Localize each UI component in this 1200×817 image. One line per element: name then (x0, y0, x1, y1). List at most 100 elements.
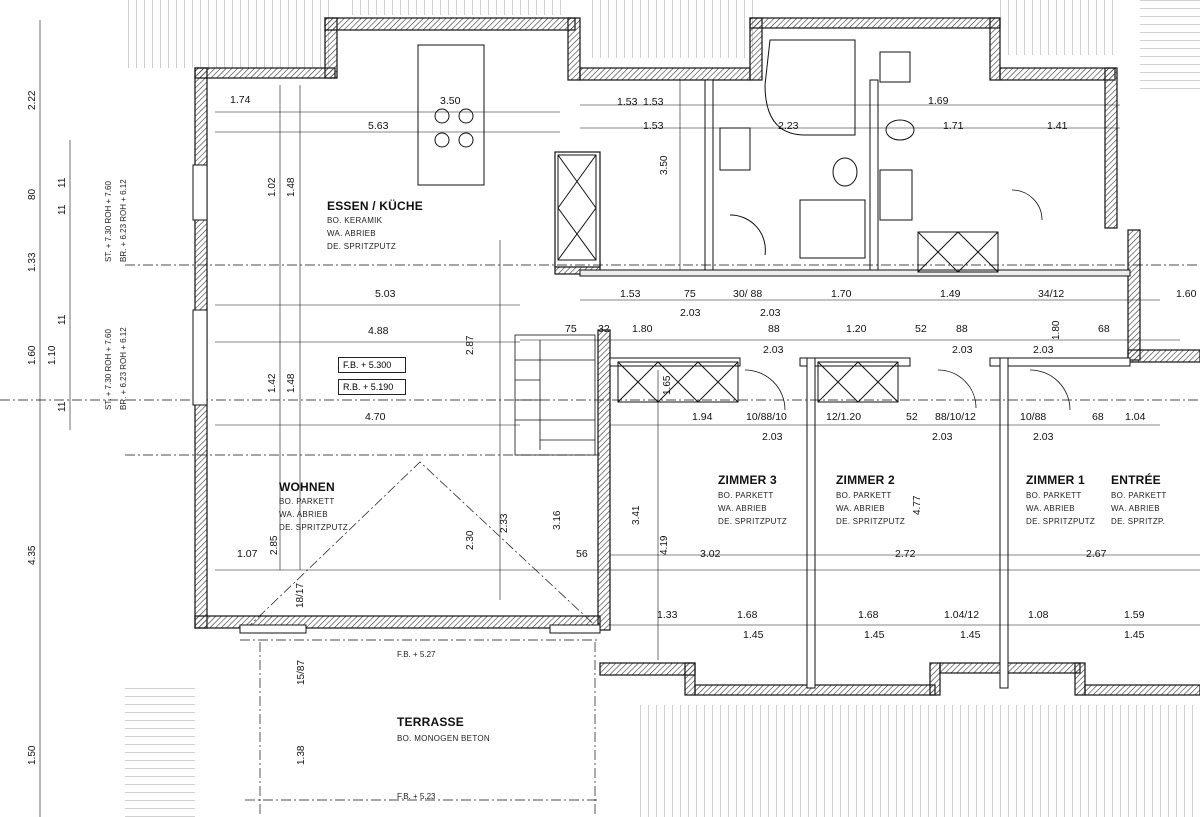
level-terrasse-top: F.B. + 5.27 (397, 650, 436, 659)
dim-180v: 1.80 (1051, 320, 1062, 340)
dim-133: 1.33 (657, 609, 678, 621)
dim-203f: 2.03 (762, 431, 783, 443)
dim-470: 4.70 (365, 411, 386, 423)
dim-145b: 1.45 (864, 629, 885, 641)
room-note-wohnen-3: DE. SPRITZPUTZ (279, 523, 349, 532)
dim-107: 1.07 (237, 548, 258, 560)
dim-32: 32 (598, 323, 610, 335)
dim-104b: 1.04/12 (944, 609, 980, 621)
dim-149: 1.49 (940, 288, 961, 300)
room-note-essen-3: DE. SPRITZPUTZ (327, 242, 397, 251)
dim-272: 2.72 (895, 548, 916, 560)
dim-881012: 88/10/12 (935, 411, 976, 423)
dim-104: 1.04 (1125, 411, 1146, 423)
dim-302: 3.02 (700, 548, 721, 560)
dim-159: 1.59 (1124, 609, 1145, 621)
dim-left-11d: 11 (57, 401, 68, 412)
dim-68b: 68 (1092, 411, 1104, 423)
dim-1088: 10/88 (1020, 411, 1047, 423)
room-name-wohnen: WOHNEN (279, 480, 335, 494)
wardrobes (557, 154, 999, 403)
dim-68: 68 (1098, 323, 1110, 335)
dim-153b: 1.53 (643, 96, 664, 108)
room-name-essen: ESSEN / KÜCHE (327, 199, 423, 213)
dim-left-11a: 11 (57, 177, 68, 188)
dim-left-160: 1.60 (27, 345, 38, 365)
dim-341: 3.41 (631, 505, 642, 525)
dim-563: 5.63 (368, 120, 389, 132)
roof-bottom (640, 705, 1200, 817)
dim-52: 52 (915, 323, 927, 335)
dim-168a: 1.68 (737, 609, 758, 621)
dim-left-11b: 11 (57, 204, 68, 215)
walls (194, 17, 1200, 696)
dim-503: 5.03 (375, 288, 396, 300)
dim-171: 1.71 (943, 120, 964, 132)
dim-75b: 75 (565, 323, 577, 335)
dim-142: 1.42 (267, 373, 278, 393)
room-name-zimmer2: ZIMMER 2 (836, 473, 895, 487)
dim-488: 4.88 (368, 325, 389, 337)
dim-left-150: 1.50 (27, 745, 38, 765)
dim-153-mid: 1.53 (620, 288, 641, 300)
level-fb: F.B. + 5.300 (343, 360, 392, 370)
dim-203c: 2.03 (763, 344, 784, 356)
dim-316: 3.16 (552, 510, 563, 530)
roof-top-4 (1000, 0, 1120, 55)
dim-88a: 88 (768, 323, 780, 335)
window-note-upper: ST. + 7.30 ROH + 7.60 (104, 181, 113, 262)
dim-102: 1.02 (267, 177, 278, 197)
dim-88b: 88 (956, 323, 968, 335)
dim-1587: 15/87 (296, 659, 307, 685)
dim-285: 2.85 (269, 535, 280, 555)
dim-267: 2.67 (1086, 548, 1107, 560)
dim-left-11c: 11 (57, 314, 68, 325)
room-name-zimmer3: ZIMMER 3 (718, 473, 777, 487)
dim-165: 1.65 (662, 375, 673, 395)
windows (192, 164, 601, 634)
dim-138: 1.38 (296, 745, 307, 765)
dim-419: 4.19 (659, 535, 670, 555)
door-swings (744, 189, 1071, 411)
dim-52b: 52 (906, 411, 918, 423)
dim-194: 1.94 (692, 411, 713, 423)
dim-223: 2.23 (778, 120, 799, 132)
dim-174: 1.74 (230, 94, 251, 106)
kitchen-island (417, 44, 485, 186)
room-note-zimmer2-1: BO. PARKETT (836, 491, 892, 500)
dim-233: 2.33 (499, 513, 510, 533)
dim-287: 2.87 (465, 335, 476, 355)
dim-203d: 2.03 (952, 344, 973, 356)
dim-477: 4.77 (912, 495, 923, 515)
room-name-zimmer1: ZIMMER 1 (1026, 473, 1085, 487)
dim-170: 1.70 (831, 288, 852, 300)
dim-145c: 1.45 (960, 629, 981, 641)
dim-350-top: 3.50 (440, 95, 461, 107)
room-note-essen-2: WA. ABRIEB (327, 229, 376, 238)
dim-203e: 2.03 (1033, 344, 1054, 356)
level-terrasse-bottom: F.B. + 5.23 (397, 792, 436, 801)
room-note-zimmer3-1: BO. PARKETT (718, 491, 774, 500)
dim-108: 1.08 (1028, 609, 1049, 621)
dim-left-133: 1.33 (27, 252, 38, 272)
dim-108810: 10/88/10 (746, 411, 787, 423)
room-note-zimmer1-2: WA. ABRIEB (1026, 504, 1075, 513)
room-note-terrasse-1: BO. MONOGEN BETON (397, 734, 490, 743)
dim-169: 1.69 (928, 95, 949, 107)
dim-180: 1.80 (632, 323, 653, 335)
dim-3412: 34/12 (1038, 288, 1065, 300)
dim-145a: 1.45 (743, 629, 764, 641)
dim-141: 1.41 (1047, 120, 1068, 132)
roof-top-3 (585, 0, 755, 58)
room-note-zimmer3-2: WA. ABRIEB (718, 504, 767, 513)
dim-12120: 12/1.20 (826, 411, 862, 423)
dim-56: 56 (576, 548, 588, 560)
dim-148a: 1.48 (286, 177, 297, 197)
roof-top-2 (345, 0, 565, 15)
dim-left-222: 2.22 (27, 90, 38, 110)
dim-203h: 2.03 (1033, 431, 1054, 443)
dim-3088: 30/ 88 (733, 288, 763, 300)
dim-153c: 1.53 (643, 120, 664, 132)
room-note-wohnen-1: BO. PARKETT (279, 497, 335, 506)
